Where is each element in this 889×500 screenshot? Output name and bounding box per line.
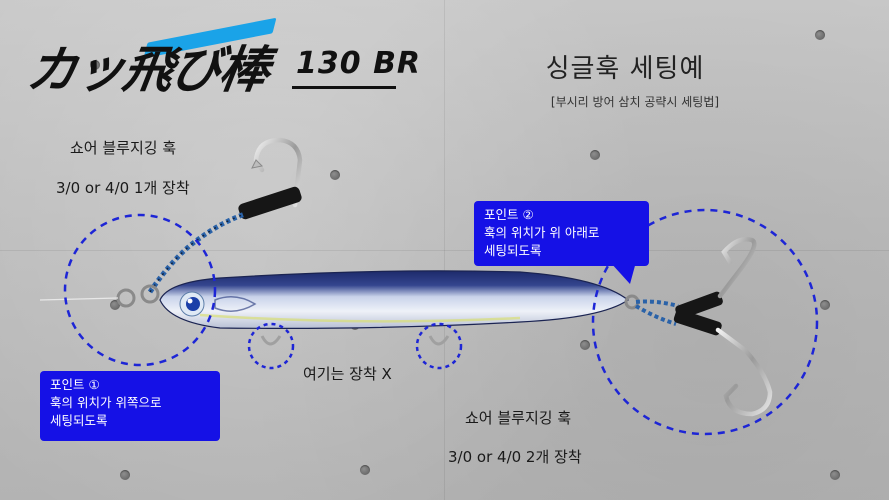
- callout-pointer: [610, 262, 636, 284]
- front-split-ring: [140, 284, 160, 304]
- belly-eye-front: [260, 335, 282, 346]
- rear-hook-label-line2: 3/0 or 4/0 2개 장착: [448, 448, 582, 466]
- point2-line2: 세팅되도록: [484, 243, 542, 258]
- rear-hook-label-line1: 쇼어 블루지깅 훅: [465, 409, 572, 427]
- front-hook-label-line1: 쇼어 블루지깅 훅: [70, 139, 177, 157]
- point1-callout: 포인트 ① 훅의 위치가 위쪽으로 세팅되도록: [40, 371, 220, 441]
- page-subtitle: [부시리 방어 삼치 공략시 세팅법]: [550, 95, 720, 109]
- lure-body: [159, 270, 630, 329]
- wall-hole: [580, 340, 590, 350]
- wall-hole: [590, 150, 600, 160]
- wall-hole: [120, 470, 130, 480]
- wall-hole: [820, 300, 830, 310]
- front-hook: [147, 137, 303, 294]
- point1-title: 포인트 ①: [50, 377, 100, 392]
- lure-eye: [179, 291, 205, 317]
- point2-title: 포인트 ②: [484, 207, 534, 222]
- point1-line1: 훅의 위치가 위쪽으로: [50, 395, 162, 410]
- rear-hook-highlight: [591, 208, 819, 436]
- leader-line: [39, 297, 119, 301]
- panel-seam: [0, 250, 889, 251]
- wall-hole: [330, 170, 340, 180]
- panel-seam: [444, 0, 445, 500]
- wall-hole: [360, 465, 370, 475]
- page-title: 싱글훅 세팅예: [545, 54, 705, 84]
- wall-hole: [90, 60, 100, 70]
- wall-hole: [815, 30, 825, 40]
- wall-hole: [110, 300, 120, 310]
- front-hook-label-line2: 3/0 or 4/0 1개 장착: [56, 179, 190, 197]
- wall-hole: [830, 470, 840, 480]
- belly-eye-rear: [428, 335, 450, 346]
- belly-eye-front-highlight: [247, 322, 295, 370]
- front-hook-highlight: [63, 213, 217, 367]
- logo-model: 130 BR: [296, 46, 422, 81]
- point2-callout: 포인트 ② 훅의 위치가 위 아래로 세팅되도록: [474, 201, 649, 266]
- point1-line2: 세팅되도록: [50, 413, 108, 428]
- logo-underline: [292, 86, 396, 89]
- middle-label: 여기는 장착 X: [303, 365, 392, 383]
- belly-eye-rear-highlight: [415, 322, 463, 370]
- point2-line1: 훅의 위치가 위 아래로: [484, 225, 600, 240]
- rear-hooks: [624, 237, 773, 417]
- front-split-ring: [116, 288, 136, 308]
